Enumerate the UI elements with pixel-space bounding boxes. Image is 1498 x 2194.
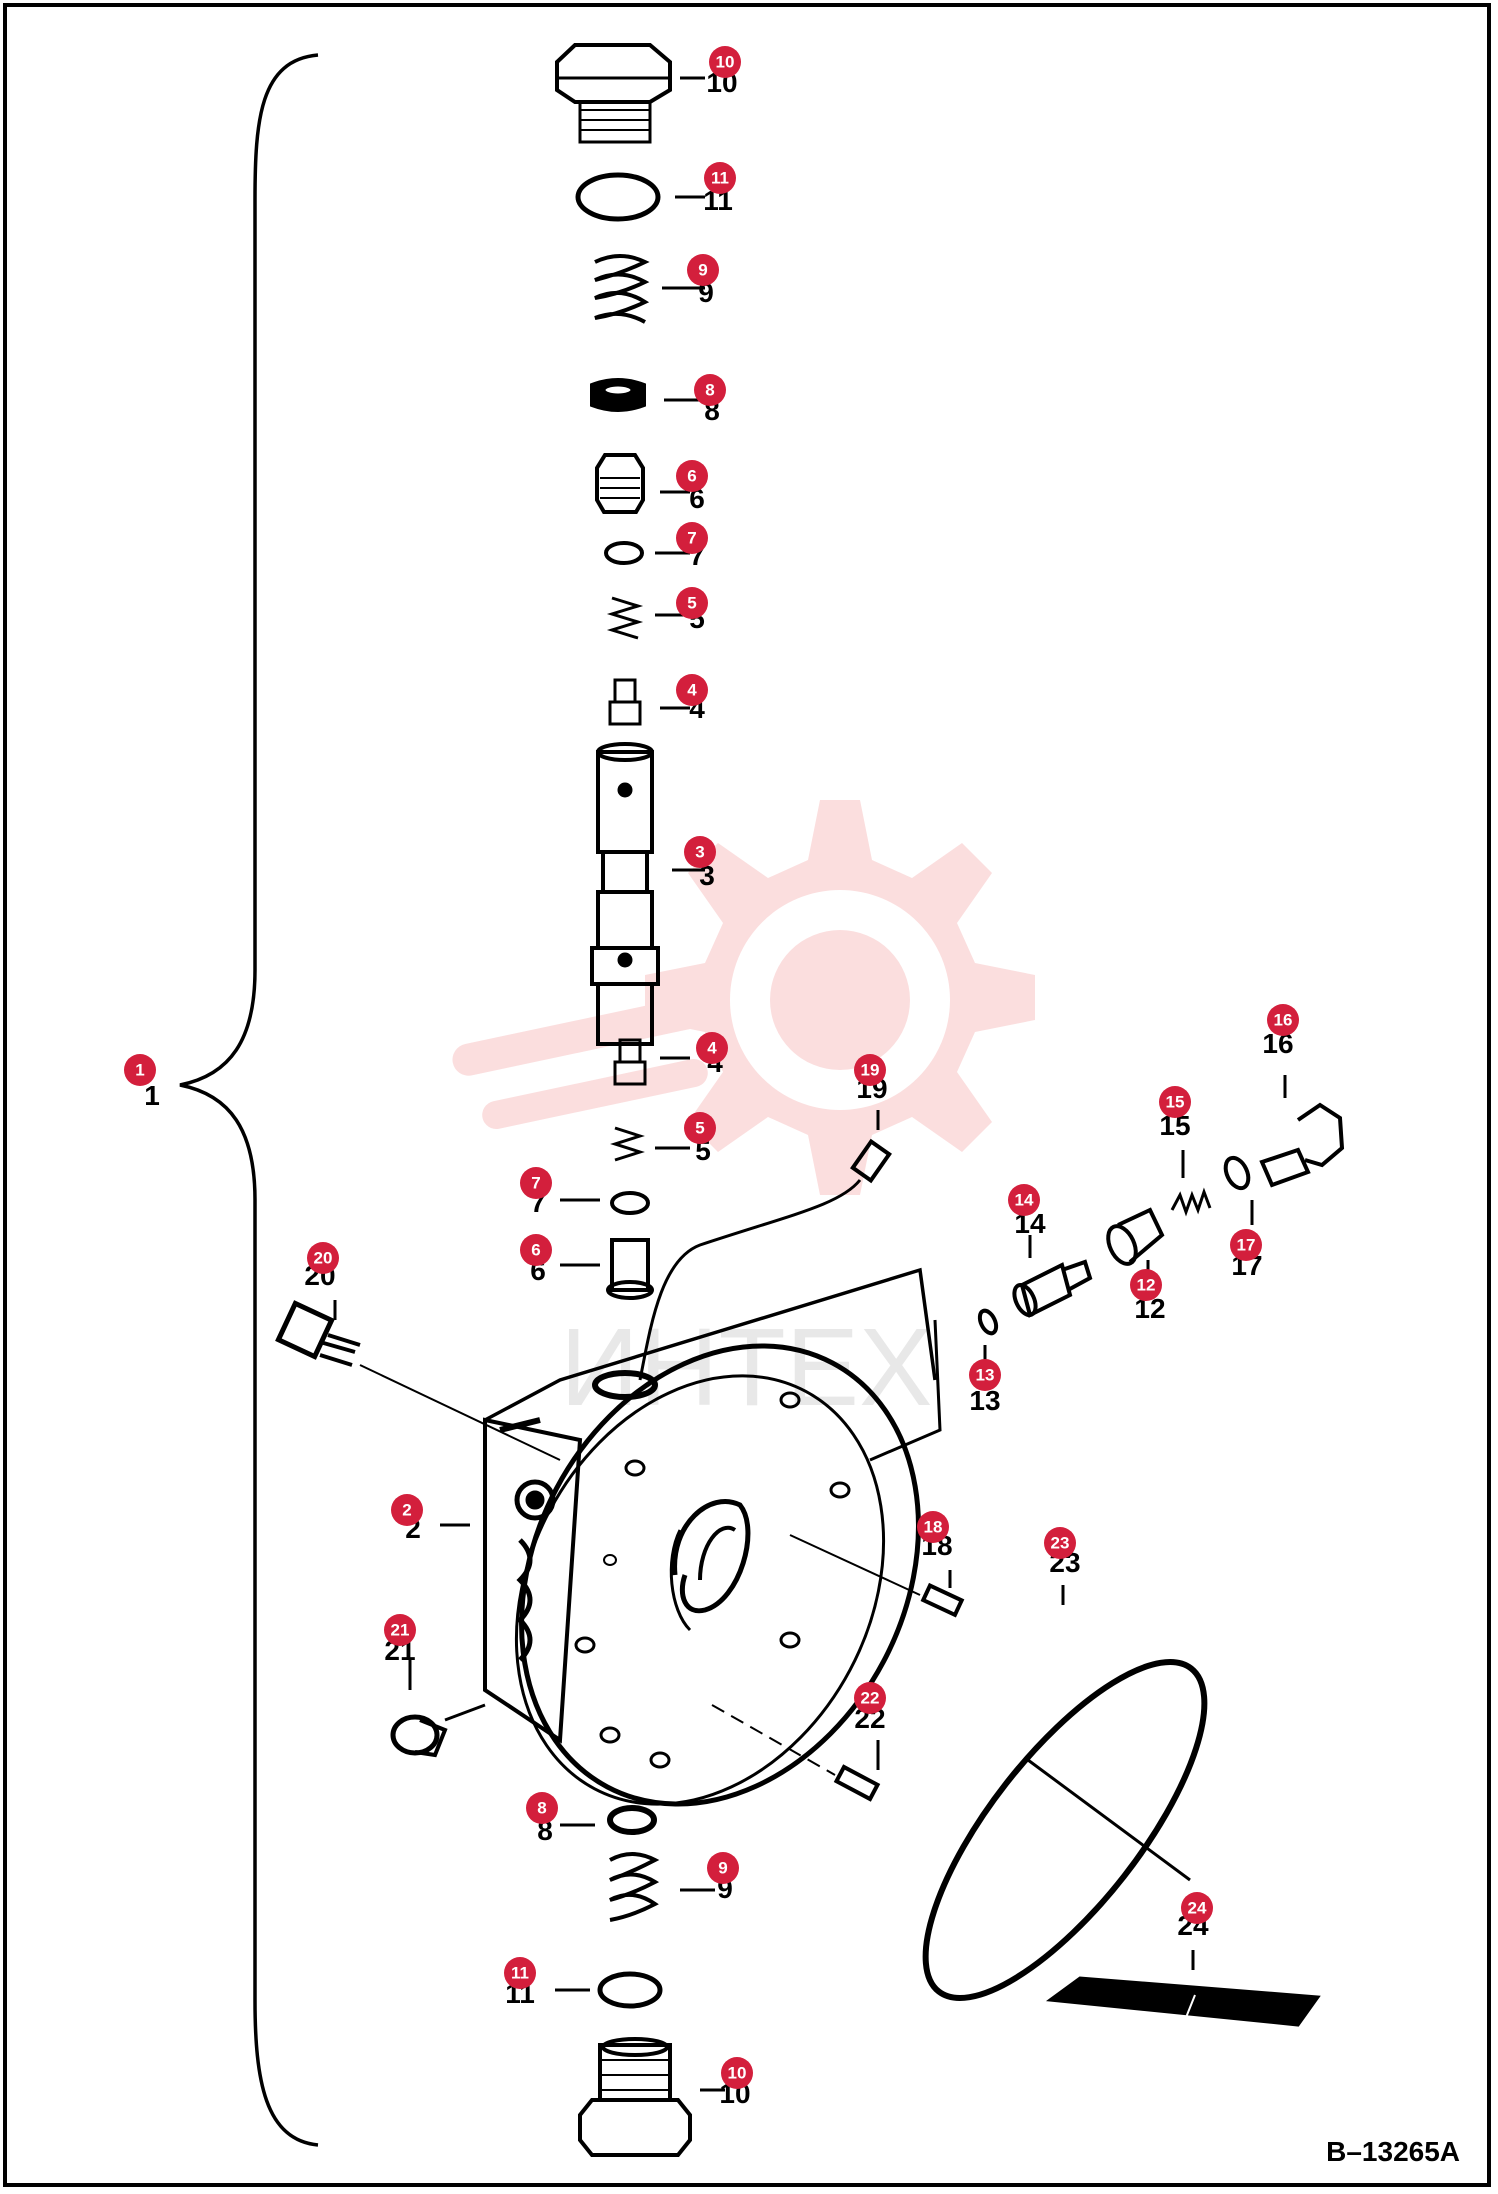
svg-text:10: 10 [716,53,735,72]
part-label-3: 3 [699,860,715,891]
callout-12[interactable]: 12 [1130,1269,1162,1301]
svg-text:4: 4 [707,1039,717,1058]
svg-text:12: 12 [1137,1276,1156,1295]
svg-text:16: 16 [1274,1011,1293,1030]
part-6-lower-poppet [560,1238,654,1300]
callout-21[interactable]: 21 [384,1614,416,1646]
part-6-top-poppet [595,453,690,514]
svg-text:17: 17 [1237,1236,1256,1255]
callout-8[interactable]: 8 [526,1792,558,1824]
svg-text:11: 11 [511,1964,529,1983]
svg-text:8: 8 [705,381,714,400]
assembly-brace [179,53,319,2147]
part-16-plug [1259,1075,1345,1188]
callout-10[interactable]: 10 [709,46,741,78]
part-7-lower-oring [560,1191,650,1215]
part-10-lower-plug [578,2037,725,2157]
part-5-lower-spring [610,1126,690,1162]
callout-9[interactable]: 9 [687,254,719,286]
part-11-lower-oring [555,1971,663,2009]
callout-22[interactable]: 22 [854,1682,886,1714]
callout-7[interactable]: 7 [676,522,708,554]
part-18-pin [789,1534,965,1618]
svg-text:23: 23 [1051,1534,1070,1553]
callout-5[interactable]: 5 [676,587,708,619]
part-9-lower-spring [609,1852,715,1922]
callout-3[interactable]: 3 [684,836,716,868]
svg-text:22: 22 [861,1689,880,1708]
callout-4[interactable]: 4 [676,674,708,706]
drawing-id: B–13265A [1326,2136,1460,2167]
svg-text:9: 9 [718,1859,727,1878]
svg-text:3: 3 [695,843,704,862]
part-14-spool [1012,1235,1093,1318]
svg-text:11: 11 [711,169,729,188]
part-4-lower-poppet [613,1038,690,1086]
part-15-spring [1170,1150,1212,1217]
callout-13[interactable]: 13 [969,1359,1001,1391]
part-3-cartridge [590,742,705,1046]
callout-5[interactable]: 5 [684,1112,716,1144]
callout-8[interactable]: 8 [694,374,726,406]
svg-text:14: 14 [1015,1191,1034,1210]
svg-text:8: 8 [537,1799,546,1818]
callout-4[interactable]: 4 [696,1032,728,1064]
svg-text:20: 20 [314,1249,333,1268]
callout-10[interactable]: 10 [721,2057,753,2089]
callout-1[interactable]: 1 [124,1054,156,1086]
callout-24[interactable]: 24 [1181,1892,1213,1924]
svg-text:21: 21 [391,1621,410,1640]
callout-16[interactable]: 16 [1267,1004,1299,1036]
svg-text:6: 6 [531,1241,540,1260]
part-21-plug [390,1660,486,1758]
svg-text:6: 6 [687,467,696,486]
callout-6[interactable]: 6 [676,460,708,492]
part-24-gasket [1045,1950,1321,2027]
part-23-large-oring [922,1585,1208,2002]
part-7-top-oring [604,541,690,565]
part-22-pin [711,1704,881,1802]
part-11-top-oring [575,172,705,222]
part-20-bolt [275,1300,561,1461]
callout-20[interactable]: 20 [307,1242,339,1274]
svg-text:2: 2 [402,1501,411,1520]
callout-18[interactable]: 18 [917,1511,949,1543]
part-label-1: 1 [144,1080,160,1111]
callout-11[interactable]: 11 [504,1957,536,1989]
svg-text:5: 5 [695,1119,704,1138]
part-19-tube [638,1110,892,1381]
svg-text:7: 7 [531,1174,540,1193]
svg-text:5: 5 [687,594,696,613]
svg-text:4: 4 [687,681,697,700]
callout-23[interactable]: 23 [1044,1527,1076,1559]
callout-6[interactable]: 6 [520,1234,552,1266]
part-10-top-plug [555,43,705,144]
callout-17[interactable]: 17 [1230,1229,1262,1261]
callout-11[interactable]: 11 [704,162,736,194]
part-2-housing [440,1267,942,1807]
callout-7[interactable]: 7 [520,1167,552,1199]
part-4-top-poppet [608,678,690,726]
svg-text:24: 24 [1188,1899,1207,1918]
callout-9[interactable]: 9 [707,1852,739,1884]
svg-text:15: 15 [1166,1093,1185,1112]
svg-text:13: 13 [976,1366,995,1385]
callout-2[interactable]: 2 [391,1494,423,1526]
svg-text:18: 18 [924,1518,943,1537]
svg-text:7: 7 [687,529,696,548]
part-17-oring [1223,1155,1254,1225]
callout-19[interactable]: 19 [854,1054,886,1086]
watermark-text: ИНТЕХ [560,1306,932,1429]
svg-text:1: 1 [135,1061,144,1080]
part-8-lower-seat [560,1805,657,1835]
svg-text:10: 10 [728,2064,747,2083]
part-9-top-spring [594,254,705,324]
svg-text:19: 19 [861,1061,880,1080]
callout-14[interactable]: 14 [1008,1184,1040,1216]
callout-15[interactable]: 15 [1159,1086,1191,1118]
svg-text:9: 9 [698,261,707,280]
